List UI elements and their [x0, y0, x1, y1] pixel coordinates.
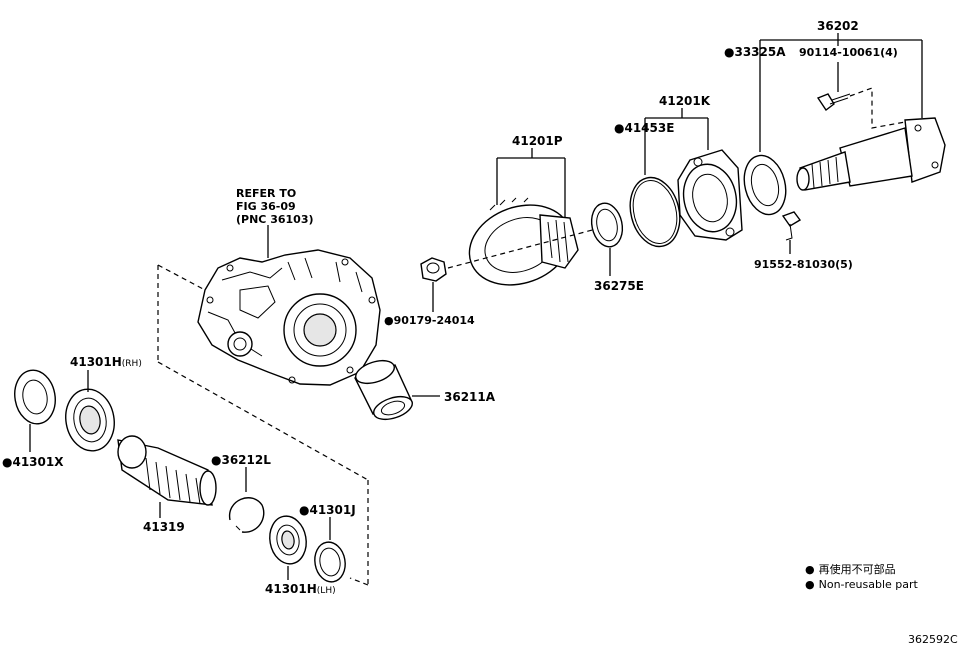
non-reusable-marker: ●	[614, 121, 624, 135]
callout-41319: 41319	[143, 520, 185, 534]
callout-41453E: ●41453E	[614, 121, 674, 135]
callout-41201P: 41201P	[512, 134, 563, 148]
callout-41201K: 41201K	[659, 94, 711, 108]
gear-axis-line	[447, 227, 601, 269]
o-ring-illustration	[629, 176, 681, 248]
callout-91552-81030: 91552-81030(5)	[754, 258, 853, 271]
callout-41301J: ●41301J	[299, 503, 356, 517]
callout-41301H-lh: 41301H(LH)	[265, 582, 336, 596]
bolt-upper-illustration	[816, 87, 906, 129]
callout-36275E: 36275E	[594, 279, 644, 293]
leader-lines	[29, 33, 923, 580]
legend: ●再使用不可部品 ●Non-reusable part	[805, 562, 919, 591]
non-reusable-marker: ●	[299, 503, 309, 517]
callout-36212L: ●36212L	[211, 453, 271, 467]
non-reusable-marker: ●	[211, 453, 221, 467]
housing-group-boundary	[157, 264, 369, 586]
legend-line-en: ●Non-reusable part	[805, 578, 919, 591]
callout-90179-24014: ●90179-24014	[384, 314, 475, 327]
callout-labels: 36202 ●33325A 90114-10061(4) 41201K ●414…	[2, 19, 898, 596]
bearing-rh-illustration	[65, 388, 115, 452]
callout-41301X: ●41301X	[2, 455, 64, 469]
non-reusable-marker: ●	[384, 314, 394, 327]
bearing-lh-illustration	[269, 515, 307, 565]
callout-36202: 36202	[817, 19, 859, 33]
reference-note: REFER TO FIG 36-09 (PNC 36103)	[236, 187, 314, 226]
legend-marker: ●	[805, 563, 815, 576]
reference-note-line-2: FIG 36-09	[236, 200, 296, 213]
extension-housing-illustration	[796, 117, 946, 191]
figure-id: 362592C	[908, 633, 958, 646]
non-reusable-marker: ●	[724, 45, 734, 59]
bearing-retainer-illustration	[677, 149, 743, 241]
callout-33325A: ●33325A	[724, 45, 786, 59]
non-reusable-marker: ●	[2, 455, 12, 469]
bolt-lower-illustration	[781, 211, 802, 241]
reference-note-line-1: REFER TO	[236, 187, 296, 200]
output-shaft-illustration	[117, 435, 217, 506]
oil-seal-illustration	[743, 154, 787, 216]
legend-line-ja: ●再使用不可部品	[805, 562, 896, 576]
sleeve-illustration	[354, 359, 413, 421]
reference-note-line-3: (PNC 36103)	[236, 213, 314, 226]
ring-gear-illustration	[468, 197, 579, 286]
callout-36211A: 36211A	[444, 390, 496, 404]
shim-illustration	[590, 202, 624, 248]
transfer-housing-illustration	[197, 249, 381, 386]
nut-illustration	[420, 257, 447, 282]
axle-oil-seal-illustration	[14, 369, 56, 425]
callout-90114-10061: 90114-10061(4)	[799, 46, 898, 59]
snap-ring-illustration	[229, 497, 265, 533]
legend-marker: ●	[805, 578, 815, 591]
callout-41301H-rh: 41301H(RH)	[70, 355, 142, 369]
oil-seal-lh-illustration	[314, 541, 346, 583]
